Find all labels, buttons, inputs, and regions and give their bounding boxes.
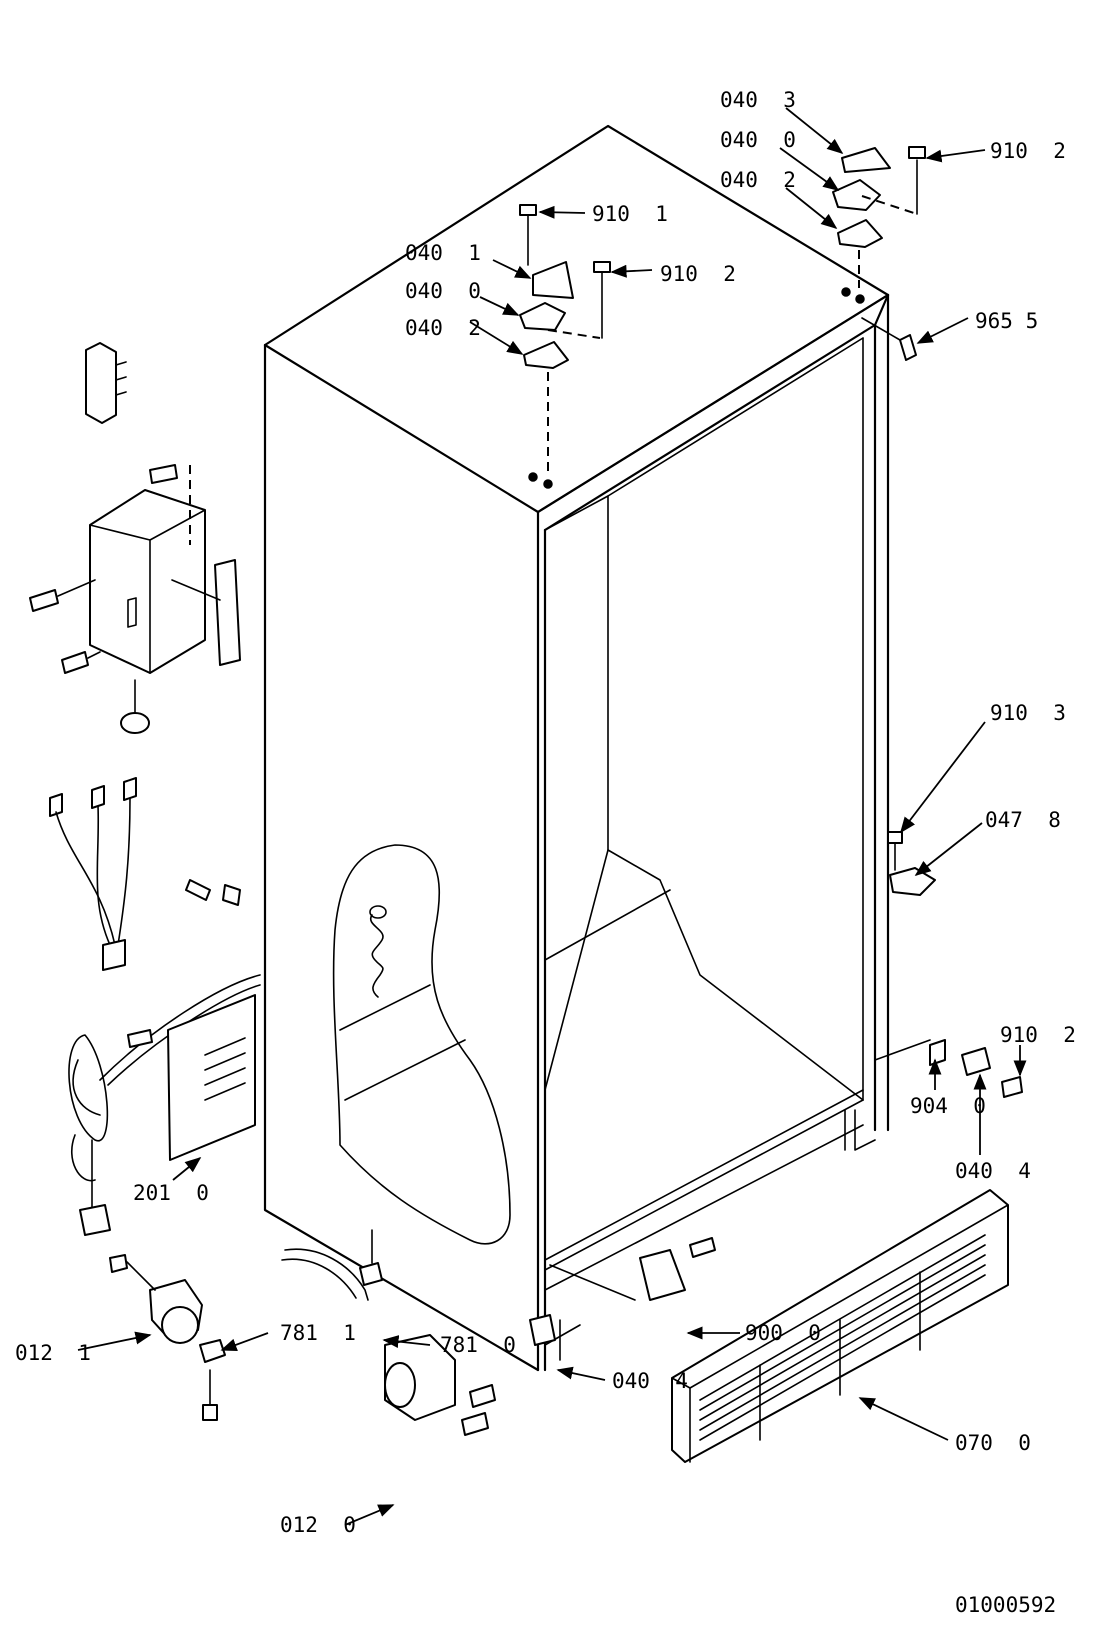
top-left-hinge-assembly	[519, 204, 611, 475]
left-side-components	[29, 342, 261, 1236]
top-right-hinge-assembly	[832, 146, 926, 288]
callout-910-2-top-left: 910 2	[660, 262, 736, 286]
callout-070-0: 070 0	[955, 1431, 1031, 1455]
callout-781-0: 781 0	[440, 1333, 516, 1357]
callout-910-3: 910 3	[990, 701, 1066, 725]
callout-040-4-bottom: 040 4	[612, 1369, 688, 1393]
bottom-components	[109, 317, 1023, 1436]
drawing-number: 01000592	[955, 1593, 1056, 1617]
callout-labels: 040 3 040 0 040 2 910 2 910 1 040 1 910 …	[15, 88, 1076, 1617]
callout-910-2-lower-right: 910 2	[1000, 1023, 1076, 1047]
callout-910-1: 910 1	[592, 202, 668, 226]
callout-040-0-top-right: 040 0	[720, 128, 796, 152]
callout-012-0: 012 0	[280, 1513, 356, 1537]
leader-lines	[77, 107, 1027, 1526]
callout-047-8: 047 8	[985, 808, 1061, 832]
callout-040-1: 040 1	[405, 241, 481, 265]
callout-012-1: 012 1	[15, 1341, 91, 1365]
callout-781-1: 781 1	[280, 1321, 356, 1345]
callout-900-0: 900 0	[745, 1321, 821, 1345]
callout-904-0: 904 0	[910, 1094, 986, 1118]
callout-910-2-top-right: 910 2	[990, 139, 1066, 163]
callout-040-2-top-right: 040 2	[720, 168, 796, 192]
kickplate-grille	[671, 1189, 1009, 1463]
callout-040-0-top-left: 040 0	[405, 279, 481, 303]
callout-201-0: 201 0	[133, 1181, 209, 1205]
callout-965-5: 965 5	[975, 309, 1038, 333]
callout-040-4-right: 040 4	[955, 1159, 1031, 1183]
callout-040-2-top-left: 040 2	[405, 316, 481, 340]
callout-040-3-top-right: 040 3	[720, 88, 796, 112]
cabinet-body	[263, 124, 890, 1372]
